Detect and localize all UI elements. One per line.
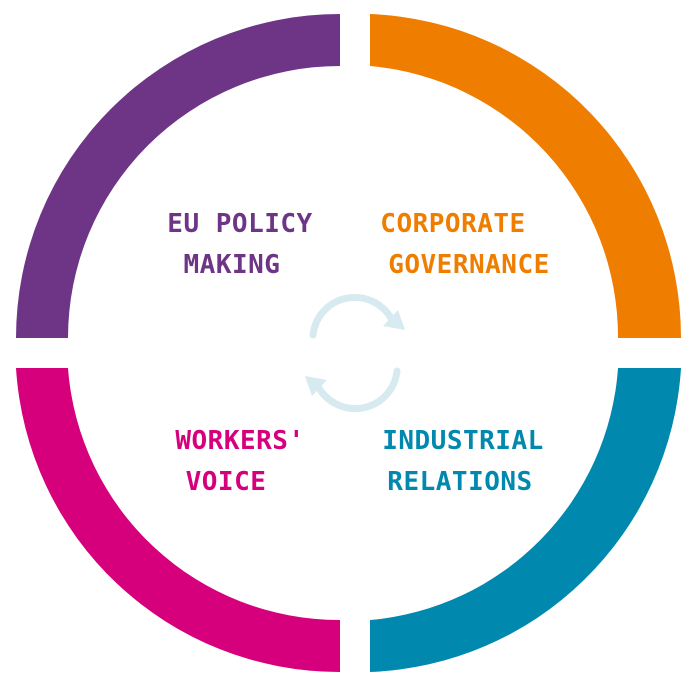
ring-segment-eu-policy-making — [16, 14, 340, 338]
cycle-arrows-icon — [305, 293, 405, 413]
ring-segment-corporate-governance — [370, 14, 681, 338]
label-eu-policy-making-line2: MAKING — [184, 250, 281, 280]
label-industrial-relations-line2: RELATIONS — [387, 467, 532, 497]
ring-segment-workers-voice — [16, 368, 340, 673]
label-industrial-relations: INDUSTRIAL — [382, 426, 544, 456]
label-eu-policy-making: EU POLICY — [167, 209, 312, 239]
label-corporate-governance: CORPORATE — [380, 209, 525, 239]
label-corporate-governance-line2: GOVERNANCE — [388, 250, 550, 280]
ring-segment-industrial-relations — [370, 368, 681, 672]
label-workers-voice-line2: VOICE — [186, 467, 267, 497]
label-workers-voice: WORKERS' — [175, 426, 304, 456]
